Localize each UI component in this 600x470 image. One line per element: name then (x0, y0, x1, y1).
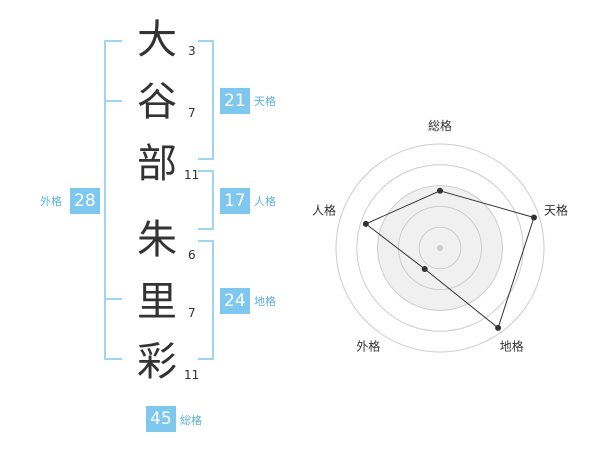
chikaku-badge: 24 (220, 288, 250, 314)
jinkaku-badge: 17 (220, 188, 250, 214)
radar-point-2 (530, 214, 537, 221)
tenkaku-badge: 21 (220, 88, 250, 114)
radar-point-3 (495, 324, 502, 331)
given-char-2: 里 (137, 279, 177, 325)
given-strokes-1: 6 (188, 248, 196, 262)
radar-point-5 (362, 220, 369, 227)
surname-char-2: 谷 (137, 79, 177, 125)
radar-center-dot (437, 245, 443, 251)
jinkaku-label: 人格 (254, 195, 276, 208)
radar-axis-label-4: 外格 (356, 339, 380, 354)
surname-char-3: 部 (137, 141, 177, 187)
given-strokes-3: 11 (184, 368, 200, 382)
gaikaku-label: 外格 (40, 195, 62, 208)
soukaku-badge: 45 (146, 406, 176, 432)
radar-point-4 (421, 266, 428, 273)
radar-point-1 (437, 187, 443, 194)
radar-axis-label-2: 天格 (544, 202, 568, 217)
tenkaku-label: 天格 (254, 95, 276, 108)
gaikaku-badge: 28 (70, 188, 100, 214)
surname-strokes-1: 3 (188, 44, 196, 58)
radar-polygon (364, 190, 535, 329)
radar-axis-label-1: 総格 (428, 118, 452, 133)
soukaku-label: 総格 (180, 414, 202, 427)
radar-axis-label-3: 地格 (500, 339, 524, 354)
given-char-1: 朱 (137, 217, 177, 263)
surname-char-1: 大 (137, 17, 177, 63)
surname-strokes-3: 11 (184, 168, 200, 182)
radar-axis-label-5: 人格 (312, 202, 336, 217)
chikaku-label: 地格 (254, 295, 276, 308)
surname-strokes-2: 7 (188, 106, 196, 120)
given-strokes-2: 7 (188, 306, 196, 320)
given-char-3: 彩 (137, 339, 177, 385)
